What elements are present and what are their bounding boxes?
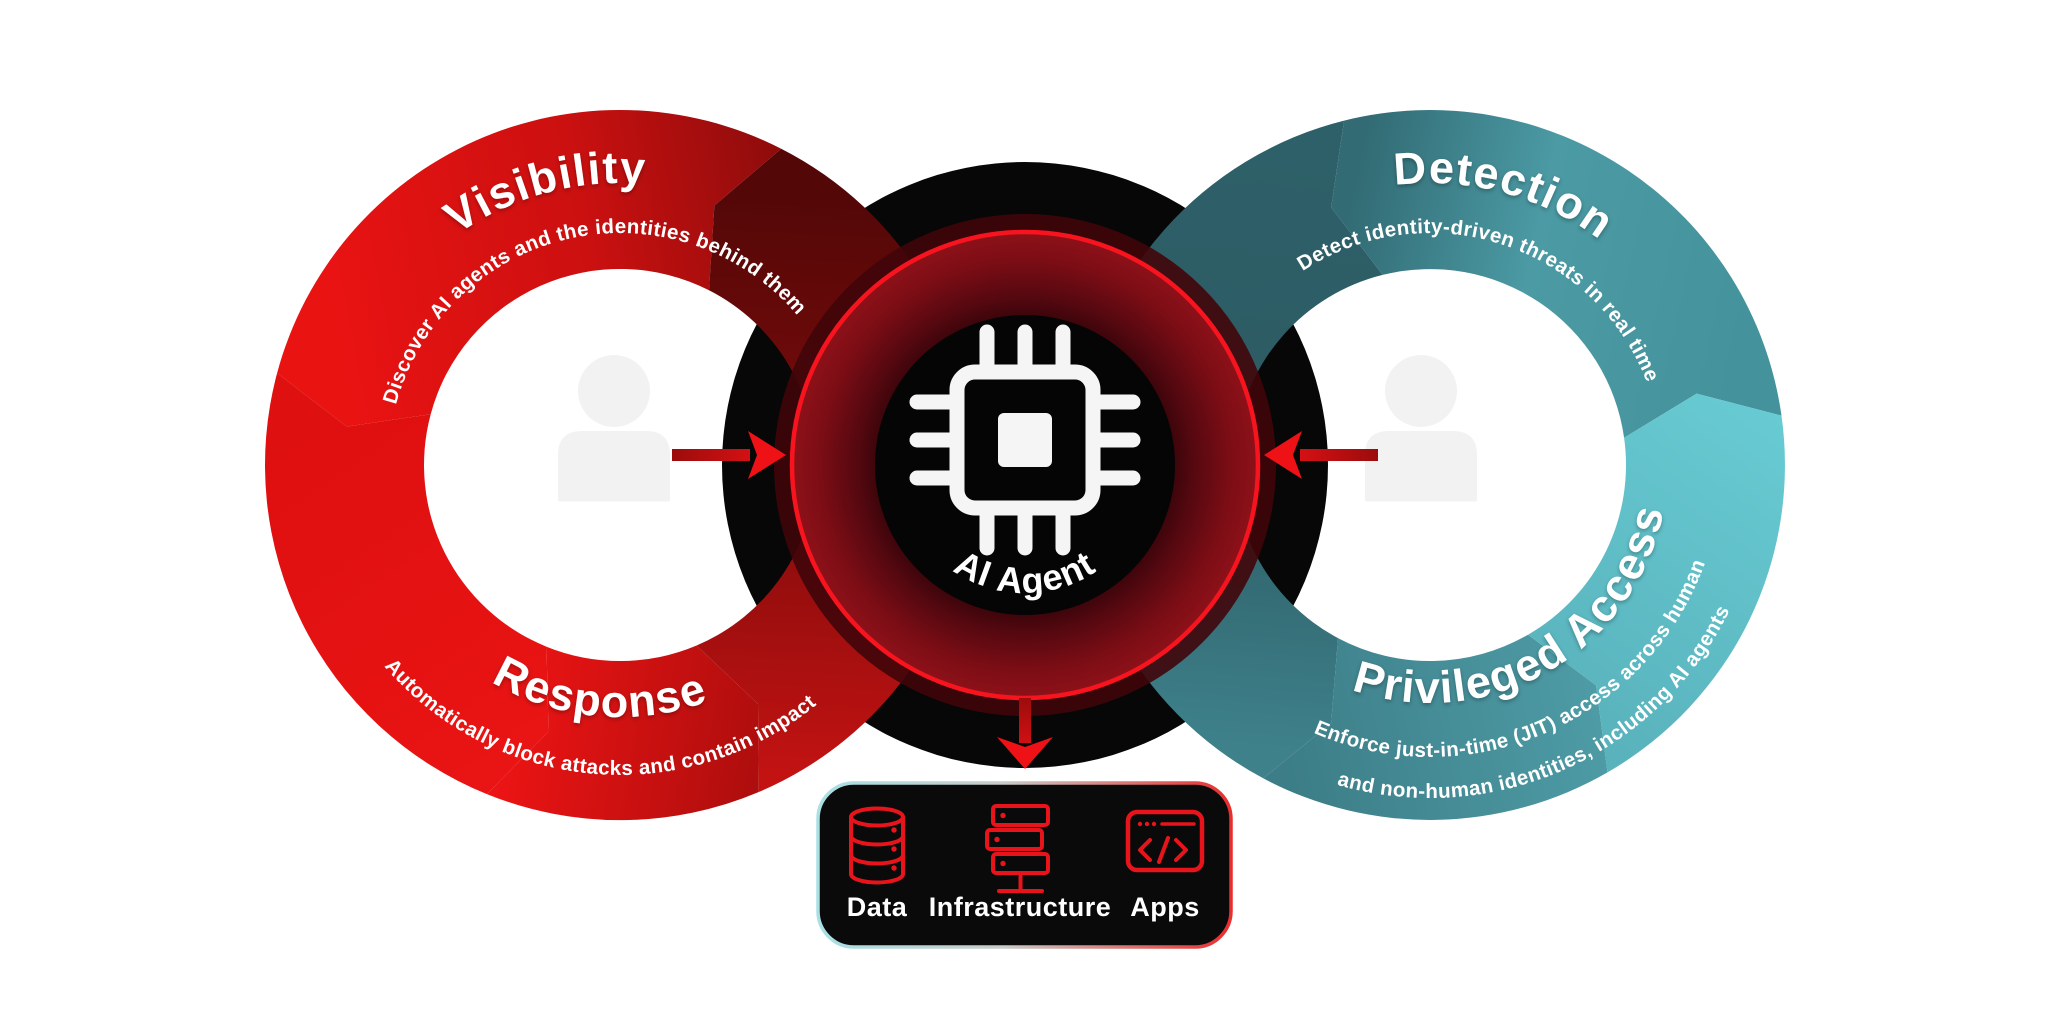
resource-label-apps: Apps	[1130, 892, 1200, 922]
ring-segment-privileged-access	[1263, 634, 1608, 820]
ring-segment-response	[486, 645, 759, 821]
ring-segment-detection	[1331, 110, 1782, 438]
resource-label-infrastructure: Infrastructure	[929, 892, 1112, 922]
ring-segment-right-east	[1528, 393, 1785, 773]
center-node: AI Agent	[774, 214, 1276, 716]
cpu-chip-icon	[909, 324, 1141, 556]
ring-segment-left-west	[264, 373, 549, 795]
arrow-center-to-resources-icon	[997, 698, 1053, 769]
resources-panel: Data Infrastructure Apps	[816, 781, 1233, 949]
code-window-icon	[1125, 809, 1205, 873]
arrow-left-to-center-icon	[672, 431, 786, 479]
arrow-right-to-center-icon	[1264, 431, 1378, 479]
server-stack-icon	[985, 804, 1050, 893]
database-icon	[849, 806, 905, 885]
ring-segment-visibility	[277, 109, 782, 427]
resource-label-data: Data	[847, 892, 908, 922]
